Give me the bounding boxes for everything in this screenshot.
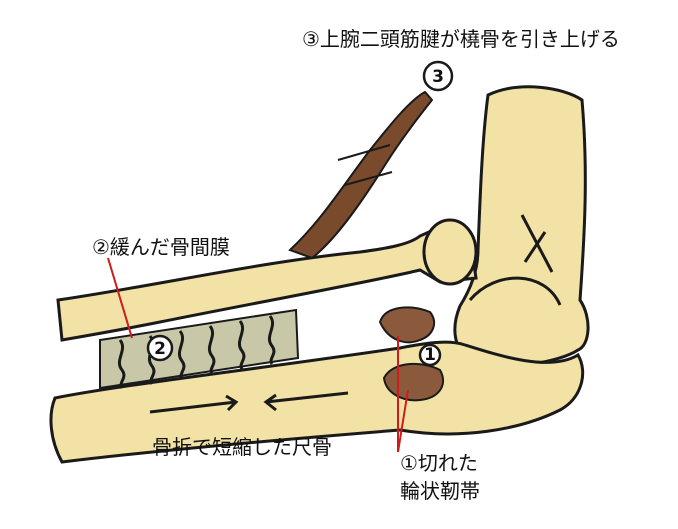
- label-interosseous-membrane: ②緩んだ骨間膜: [92, 235, 230, 259]
- svg-text:2: 2: [154, 339, 166, 359]
- label-torn-ligament-2: 輪状靭帯: [400, 479, 480, 503]
- arrow-left: [263, 391, 349, 412]
- marker-3: 3: [422, 60, 454, 92]
- interosseous-membrane: [99, 308, 300, 390]
- annular-ligament-upper: [378, 306, 436, 344]
- membrane-wave-lines: [117, 315, 276, 389]
- svg-text:3: 3: [432, 67, 444, 87]
- biceps-tendon: [288, 90, 434, 260]
- tendon-strand-marks: [337, 144, 393, 186]
- label-torn-ligament-1: ①切れた: [400, 451, 478, 475]
- pointer-membrane: [107, 257, 133, 339]
- label-biceps-tendon: ③上腕二頭筋腱が橈骨を引き上げる: [302, 27, 620, 51]
- humerus-x-mark: [520, 214, 554, 273]
- humerus-bone: [453, 85, 590, 368]
- humerus-trochlea-line: [468, 276, 562, 306]
- marker-2: 2: [146, 334, 174, 362]
- radial-head: [422, 218, 478, 286]
- marker-1: 1: [418, 343, 442, 367]
- ulna-bone: [49, 340, 585, 464]
- pointer-ligament-lower: [397, 389, 409, 453]
- arrow-right: [149, 394, 239, 414]
- svg-text:1: 1: [424, 345, 436, 365]
- label-shortened-ulna: 骨折で短縮した尺骨: [152, 435, 332, 459]
